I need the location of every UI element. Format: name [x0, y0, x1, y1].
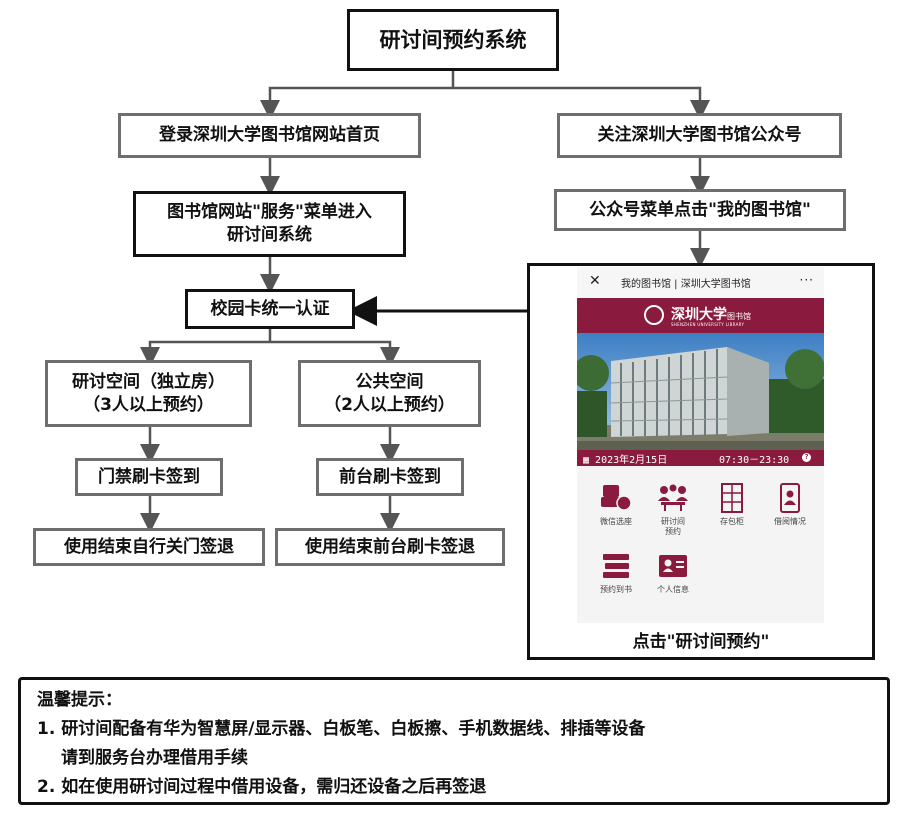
tips-item-1: 1. 研讨间配备有华为智慧屏/显示器、白板笔、白板擦、手机数据线、排插等设备 [37, 719, 646, 739]
connector-auth-room-a [140, 340, 270, 367]
tile-borrow-status-label: 借阅情况 [774, 517, 806, 526]
diagram-title-text: 研讨间预约系统 [379, 27, 527, 52]
wechat-seat-icon [601, 485, 632, 511]
left-step-website-text: 登录深圳大学图书馆网站首页 [159, 125, 380, 146]
room-b-checkout: 使用结束前台刷卡签退 [275, 528, 505, 566]
library-logo [644, 305, 664, 325]
diagram-title: 研讨间预约系统 [347, 9, 559, 71]
left-step-website: 登录深圳大学图书馆网站首页 [118, 113, 421, 158]
tile-wechat-seat[interactable]: 微信选座 [585, 483, 647, 527]
tile-wechat-seat-label: 微信选座 [600, 517, 632, 526]
left-step-service-menu-line2: 研讨间系统 [227, 225, 312, 245]
connector-branch-right [453, 86, 710, 120]
room-a-box: 研讨空间（独立房） （3人以上预约） [45, 360, 252, 427]
room-a-line1: 研讨空间（独立房） [72, 371, 225, 392]
help-icon[interactable]: ? [802, 453, 811, 462]
locker-icon [721, 483, 743, 513]
phone-caption: 点击"研讨间预约" [632, 632, 770, 652]
tips-box: 温馨提示： 1. 研讨间配备有华为智慧屏/显示器、白板笔、白板擦、手机数据线、排… [18, 677, 890, 805]
room-a-checkout-text: 使用结束自行关门签退 [64, 536, 234, 557]
tile-discussion-room-label-1: 研讨间 [661, 517, 685, 526]
more-icon[interactable]: ··· [799, 273, 814, 287]
tile-book-reservation-label: 预约到书 [600, 585, 632, 594]
library-name-text: 深圳大学 [671, 307, 727, 323]
room-b-checkout-text: 使用结束前台刷卡签退 [305, 536, 475, 557]
right-step-wechat-text: 关注深圳大学图书馆公众号 [597, 125, 802, 146]
room-a-checkin-text: 门禁刷卡签到 [98, 466, 200, 487]
phone-title-bar: ✕ 我的图书馆 | 深圳大学图书馆 ··· [577, 267, 824, 298]
book-reservation-icon [603, 554, 629, 578]
library-name: 深圳大学图书馆 [671, 304, 751, 324]
auth-text: 校园卡统一认证 [210, 298, 330, 319]
close-icon[interactable]: ✕ [589, 273, 601, 289]
room-b-line2: （2人以上预约） [324, 394, 455, 415]
hours-text: 07:30－23:30 [719, 455, 790, 466]
tile-discussion-room[interactable]: 研讨间 预约 [642, 483, 704, 538]
room-a-line2: （3人以上预约） [83, 394, 214, 415]
library-name-sub: 图书馆 [727, 312, 751, 321]
profile-card-icon [659, 555, 687, 577]
library-name-english: SHENZHEN UNIVERSITY LIBRARY [671, 322, 745, 327]
room-a-checkin: 门禁刷卡签到 [75, 458, 223, 496]
tips-item-2: 2. 如在使用研讨间过程中借用设备，需归还设备之后再签退 [37, 777, 487, 797]
left-step-service-menu-line1: 图书馆网站"服务"菜单进入 [167, 202, 372, 223]
left-step-service-menu: 图书馆网站"服务"菜单进入 研讨间系统 [133, 191, 406, 257]
borrow-status-icon [780, 483, 800, 513]
opening-hours-bar: ▦ 2023年2月15日 07:30－23:30 ? [577, 450, 824, 466]
group-discussion-icon [658, 484, 688, 511]
service-grid: 微信选座 研讨间 预约 存包柜 [577, 466, 824, 623]
tips-heading: 温馨提示： [37, 690, 122, 710]
tile-book-reservation[interactable]: 预约到书 [585, 551, 647, 595]
date-text: ▦ 2023年2月15日 [583, 455, 668, 466]
tile-discussion-room-label-2: 预约 [665, 527, 681, 537]
tile-locker[interactable]: 存包柜 [701, 483, 763, 527]
auth-box: 校园卡统一认证 [185, 289, 355, 329]
right-step-wechat: 关注深圳大学图书馆公众号 [557, 113, 842, 158]
room-b-line1: 公共空间 [355, 371, 424, 392]
room-b-checkin: 前台刷卡签到 [316, 458, 464, 496]
date-value: 2023年2月15日 [595, 455, 668, 466]
library-banner: 深圳大学图书馆 SHENZHEN UNIVERSITY LIBRARY [577, 298, 824, 333]
connector-auth-room-b [270, 340, 400, 367]
tile-locker-label: 存包柜 [720, 517, 744, 526]
right-step-menu-click-text: 公众号菜单点击"我的图书馆" [589, 199, 811, 220]
tile-profile[interactable]: 个人信息 [642, 551, 704, 595]
tile-profile-label: 个人信息 [657, 585, 689, 594]
connector-branch-left [260, 86, 453, 120]
tips-item-1-continued: 请到服务台办理借用手续 [61, 748, 248, 768]
right-step-menu-click: 公众号菜单点击"我的图书馆" [554, 189, 846, 231]
phone-screenshot: ✕ 我的图书馆 | 深圳大学图书馆 ··· 深圳大学图书馆 SHENZHEN U… [577, 267, 824, 623]
tile-borrow-status[interactable]: 借阅情况 [759, 483, 821, 527]
phone-title: 我的图书馆 | 深圳大学图书馆 [621, 279, 751, 290]
room-b-checkin-text: 前台刷卡签到 [339, 466, 441, 487]
room-a-checkout: 使用结束自行关门签退 [33, 528, 265, 566]
library-building-photo [577, 333, 824, 450]
room-b-box: 公共空间 （2人以上预约） [298, 360, 481, 427]
